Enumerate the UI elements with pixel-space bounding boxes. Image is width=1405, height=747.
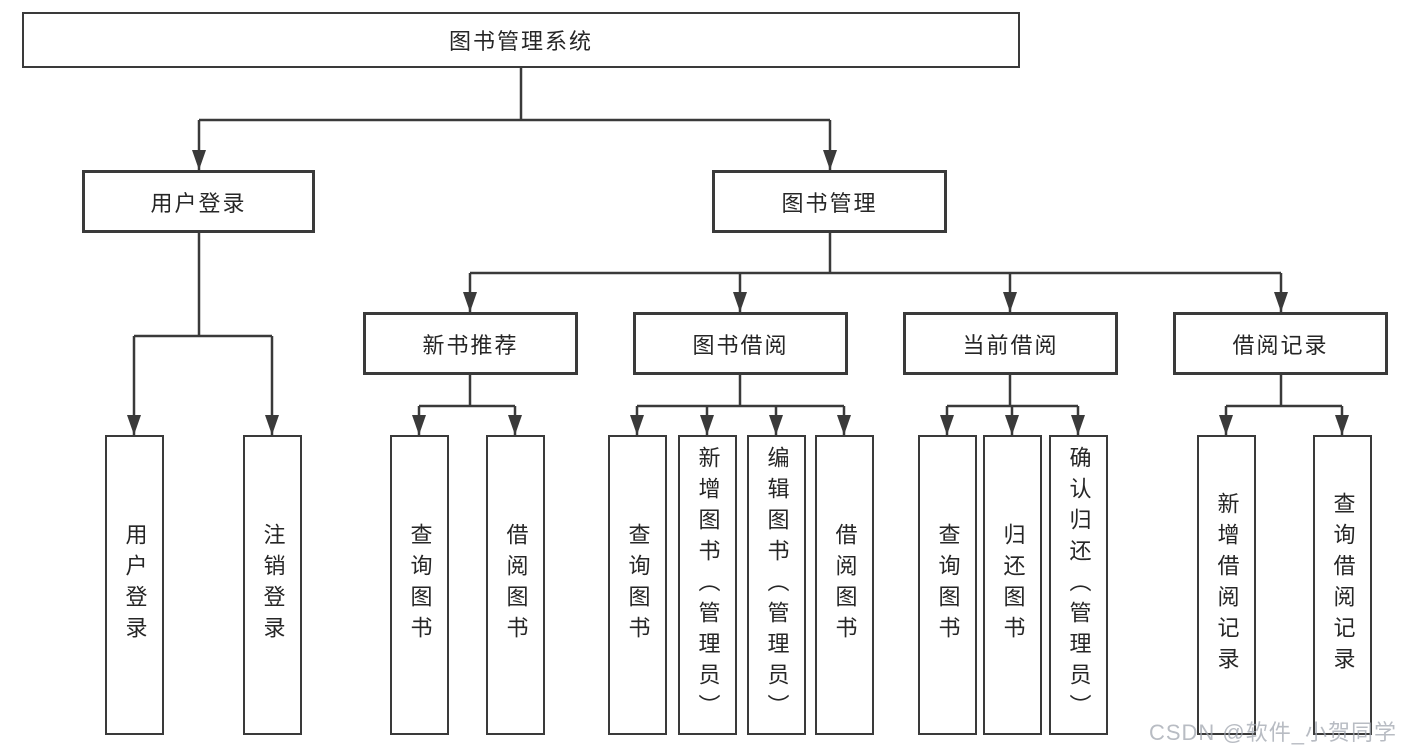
leaf-borrow-book-recommendation: 借阅图书 bbox=[486, 435, 545, 735]
leaf-user-login: 用户登录 bbox=[105, 435, 164, 735]
leaf-add-book-admin: 新增图书（管理员） bbox=[678, 435, 737, 735]
leaf-borrow-book-borrowing: 借阅图书 bbox=[815, 435, 874, 735]
leaf-query-book-borrowing: 查询图书 bbox=[608, 435, 667, 735]
leaf-return-book: 归还图书 bbox=[983, 435, 1042, 735]
leaf-logout: 注销登录 bbox=[243, 435, 302, 735]
node-root-system: 图书管理系统 bbox=[22, 12, 1020, 68]
leaf-query-book-current: 查询图书 bbox=[918, 435, 977, 735]
leaf-query-borrowing-record: 查询借阅记录 bbox=[1313, 435, 1372, 735]
node-new-book-recommendation: 新书推荐 bbox=[363, 312, 578, 375]
node-book-management: 图书管理 bbox=[712, 170, 947, 233]
leaf-edit-book-admin: 编辑图书（管理员） bbox=[747, 435, 806, 735]
node-current-borrowing: 当前借阅 bbox=[903, 312, 1118, 375]
node-book-borrowing: 图书借阅 bbox=[633, 312, 848, 375]
node-user-login: 用户登录 bbox=[82, 170, 315, 233]
node-borrowing-records: 借阅记录 bbox=[1173, 312, 1388, 375]
leaf-confirm-return-admin: 确认归还（管理员） bbox=[1049, 435, 1108, 735]
leaf-query-book-recommendation: 查询图书 bbox=[390, 435, 449, 735]
csdn-watermark: CSDN @软件_小贺同学 bbox=[1148, 720, 1397, 745]
leaf-add-borrowing-record: 新增借阅记录 bbox=[1197, 435, 1256, 735]
